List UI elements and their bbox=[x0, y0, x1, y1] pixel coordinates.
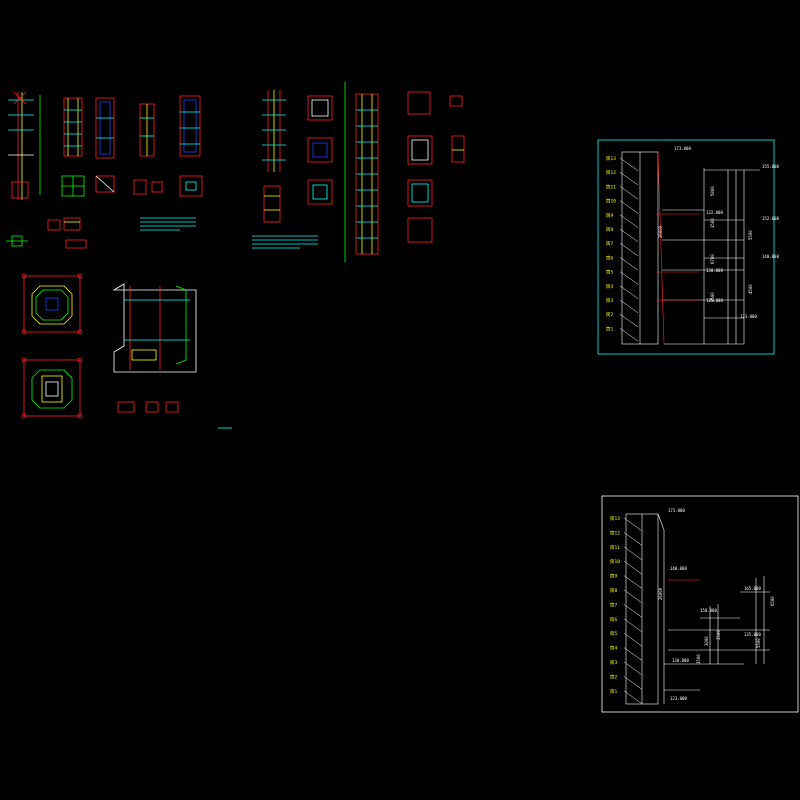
floor-label: 筒11 bbox=[610, 544, 620, 551]
floor-label: 筒2 bbox=[610, 673, 617, 680]
column-section-3 bbox=[95, 97, 115, 193]
side-elevation: 140.000 bbox=[762, 254, 779, 259]
floor-label: 筒9 bbox=[610, 573, 617, 580]
floor-label: 筒4 bbox=[606, 283, 613, 290]
floor-diagonal bbox=[619, 299, 639, 313]
side-elevation: 155.000 bbox=[762, 164, 779, 169]
floor-label: 筒4 bbox=[610, 645, 617, 652]
floor-diagonal bbox=[623, 690, 643, 704]
floor-label: 筒8 bbox=[606, 226, 613, 233]
floor-diagonal bbox=[619, 228, 639, 242]
floor-label: 筒12 bbox=[606, 169, 616, 176]
dimension-label: 26000 bbox=[658, 587, 663, 600]
floor-label: 筒6 bbox=[610, 616, 617, 623]
dimension-label: 26000 bbox=[658, 225, 663, 238]
floor-label: 筒10 bbox=[606, 198, 616, 205]
floor-diagonal bbox=[619, 214, 639, 228]
floor-diagonal bbox=[619, 242, 639, 257]
dimension-label: 6500 bbox=[770, 596, 775, 606]
floor-diagonal bbox=[619, 257, 639, 271]
side-elevation: 125.000 bbox=[706, 298, 723, 303]
panel-a-top-elevation: 173.000 bbox=[674, 146, 691, 151]
small-details-row bbox=[6, 217, 196, 249]
floor-label: 筒7 bbox=[606, 240, 613, 247]
side-elevation: 130.000 bbox=[706, 268, 723, 273]
side-elevation: 152.000 bbox=[762, 216, 779, 221]
dimension-label: 4500 bbox=[748, 284, 753, 294]
dimension-label: 6700 bbox=[710, 254, 715, 264]
floor-diagonal bbox=[623, 618, 643, 632]
floor-label: 筒11 bbox=[606, 183, 616, 190]
elevation-panel-a: 筒13 筒12 筒11 筒10 筒9 筒8 筒7 筒6 筒5 筒4 筒3 筒2 筒1 173.000 1… bbox=[597, 139, 779, 355]
dimension-label: 5500 bbox=[748, 230, 753, 240]
floor-diagonal bbox=[623, 604, 643, 618]
floor-diagonal bbox=[619, 171, 639, 186]
floor-label: 筒2 bbox=[606, 311, 613, 318]
floor-diagonal bbox=[623, 676, 643, 690]
floor-label: 筒7 bbox=[610, 601, 617, 608]
dimension-label: 3500 bbox=[716, 630, 721, 640]
dimension-label: 3500 bbox=[710, 218, 715, 228]
side-elevation: 123.000 bbox=[670, 696, 687, 701]
side-elevation: 165.000 bbox=[744, 586, 761, 591]
floor-diagonal bbox=[619, 271, 639, 285]
column-section-4 bbox=[133, 103, 163, 195]
column-section-1 bbox=[8, 91, 41, 200]
floor-label: 筒5 bbox=[610, 630, 617, 637]
floor-diagonal bbox=[619, 157, 639, 171]
column-section-2 bbox=[61, 97, 85, 197]
dimension-label: 3000 bbox=[704, 636, 709, 646]
floor-label: 筒3 bbox=[606, 297, 613, 304]
dimension-label: 3500 bbox=[710, 292, 715, 302]
side-elevation: 150.000 bbox=[700, 608, 717, 613]
side-elevation: 132.000 bbox=[706, 210, 723, 215]
plan-view-group bbox=[21, 273, 232, 429]
floor-label: 筒13 bbox=[606, 155, 616, 162]
floor-diagonal bbox=[623, 546, 643, 560]
floor-label: 筒6 bbox=[606, 254, 613, 261]
floor-diagonal bbox=[623, 632, 643, 647]
floor-diagonal bbox=[619, 328, 639, 342]
floor-diagonal bbox=[619, 186, 639, 200]
floor-diagonal bbox=[623, 647, 643, 661]
detail-sheet-top-row bbox=[6, 91, 203, 249]
floor-label: 筒5 bbox=[606, 269, 613, 276]
floor-diagonal bbox=[623, 560, 643, 575]
floor-label: 筒1 bbox=[610, 688, 617, 695]
side-elevation: 140.000 bbox=[670, 566, 687, 571]
dimension-label: 3500 bbox=[696, 654, 701, 664]
floor-label: 筒10 bbox=[610, 558, 620, 565]
side-elevation: 123.000 bbox=[740, 314, 757, 319]
floor-diagonal bbox=[619, 313, 639, 328]
floor-diagonal bbox=[623, 575, 643, 589]
floor-diagonal bbox=[623, 532, 643, 546]
floor-diagonal bbox=[623, 589, 643, 604]
floor-label: 筒3 bbox=[610, 659, 617, 666]
floor-label: 筒12 bbox=[610, 529, 620, 536]
dimension-label: 5800 bbox=[710, 186, 715, 196]
side-elevation: 135.000 bbox=[744, 632, 761, 637]
dimension-label: 5500 bbox=[756, 638, 761, 648]
elevation-panel-b: 筒13 筒12 筒11 筒10 筒9 筒8 筒7 筒6 筒5 筒4 筒3 筒2 筒1 173.000 1… bbox=[601, 495, 799, 713]
floor-label: 筒9 bbox=[606, 212, 613, 219]
floor-label: 筒1 bbox=[606, 325, 613, 332]
floor-label: 筒13 bbox=[610, 515, 620, 522]
panel-a-frame bbox=[597, 139, 775, 355]
column-section-5 bbox=[179, 95, 203, 197]
side-elevation: 130.000 bbox=[672, 658, 689, 663]
panel-b-frame bbox=[601, 495, 799, 713]
floor-diagonal bbox=[623, 517, 643, 532]
floor-label: 筒8 bbox=[610, 587, 617, 594]
floor-diagonal bbox=[623, 661, 643, 676]
panel-b-top-elevation: 173.000 bbox=[668, 508, 685, 513]
floor-diagonal bbox=[619, 200, 639, 214]
floor-diagonal bbox=[619, 285, 639, 299]
stirrup-detail-group bbox=[252, 82, 465, 262]
